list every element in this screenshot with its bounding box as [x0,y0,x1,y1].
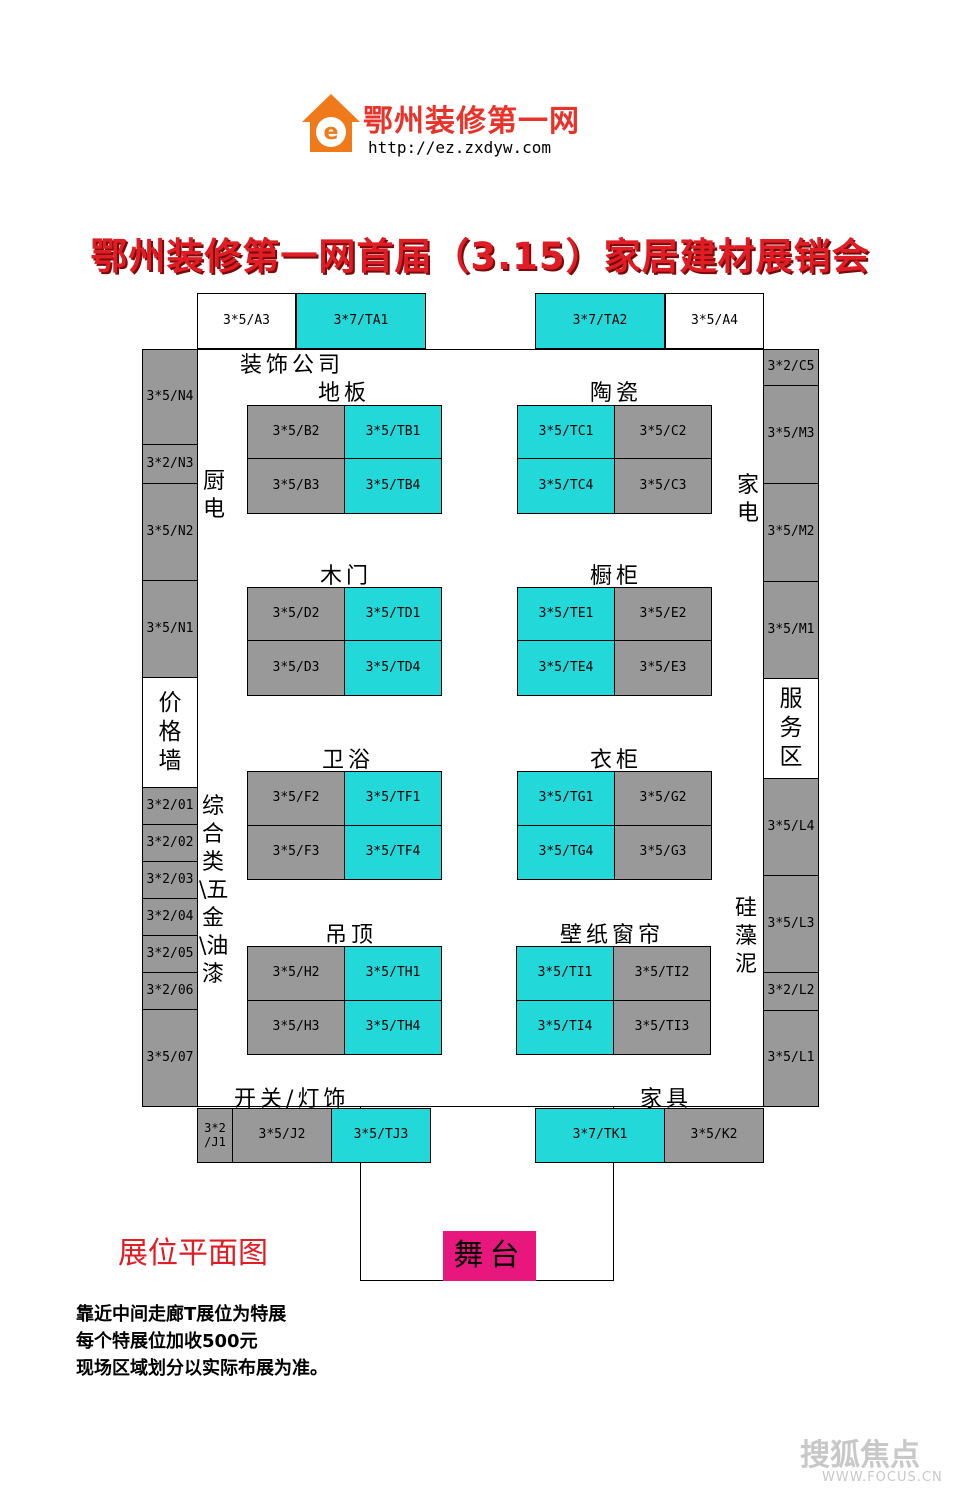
booth-TF4[interactable]: 3*5/TF4 [344,825,442,880]
booth-L2[interactable]: 3*2/L2 [763,972,819,1011]
booth-G3[interactable]: 3*5/G3 [614,825,712,880]
booth-TG1[interactable]: 3*5/TG1 [517,771,615,826]
booth-A4[interactable]: 3*5/A4 [665,293,764,349]
booth-M3[interactable]: 3*5/M3 [763,385,819,484]
booth-O2[interactable]: 3*2/02 [142,824,198,862]
booth-A3[interactable]: 3*5/A3 [197,293,296,349]
watermark-brand: 搜狐焦点 [800,1438,920,1473]
booth-C5[interactable]: 3*2/C5 [763,349,819,386]
booth-TI2[interactable]: 3*5/TI2 [613,946,711,1001]
booth-E3[interactable]: 3*5/E3 [614,640,712,696]
booth-TJ3[interactable]: 3*5/TJ3 [331,1108,431,1163]
booth-C3[interactable]: 3*5/C3 [614,458,712,514]
booth-B2[interactable]: 3*5/B2 [247,405,345,459]
booth-TI3[interactable]: 3*5/TI3 [613,1000,711,1055]
category-wood-door: 木门 [320,564,373,589]
booth-TH1[interactable]: 3*5/TH1 [344,946,442,1001]
booth-TI1[interactable]: 3*5/TI1 [516,946,614,1001]
page-title: 鄂州装修第一网首届（3.15）家居建材展销会 [90,235,870,278]
price-wall-label: 价格墙 [158,690,182,774]
booth-L3[interactable]: 3*5/L3 [763,875,819,973]
category-switch-light: 开关/灯饰 [234,1087,350,1112]
category-wallpaper: 壁纸窗帘 [560,923,665,948]
price-wall: 价格墙 [142,677,198,788]
booth-TD1[interactable]: 3*5/TD1 [344,587,442,641]
logo-name: 鄂州装修第一网 [363,104,580,139]
booth-O3[interactable]: 3*2/03 [142,861,198,899]
svg-text:e: e [324,120,339,145]
booth-L1[interactable]: 3*5/L1 [763,1010,819,1107]
booth-B3[interactable]: 3*5/B3 [247,458,345,514]
category-home-appliance: 家电 [736,473,759,526]
booth-TC4[interactable]: 3*5/TC4 [517,458,615,514]
booth-TF1[interactable]: 3*5/TF1 [344,771,442,826]
booth-N2[interactable]: 3*5/N2 [142,483,198,581]
booth-TB4[interactable]: 3*5/TB4 [344,458,442,514]
category-kitchen-appliance: 厨电 [202,469,225,522]
booth-N1[interactable]: 3*5/N1 [142,580,198,678]
house-logo-icon: e [302,94,360,152]
booth-H3[interactable]: 3*5/H3 [247,1000,345,1055]
booth-TB1[interactable]: 3*5/TB1 [344,405,442,459]
booth-TE4[interactable]: 3*5/TE4 [517,640,615,696]
booth-TA1[interactable]: 3*7/TA1 [296,293,426,349]
booth-O6[interactable]: 3*2/06 [142,972,198,1010]
booth-M1[interactable]: 3*5/M1 [763,581,819,679]
booth-O5[interactable]: 3*2/05 [142,935,198,973]
booth-E2[interactable]: 3*5/E2 [614,587,712,641]
booth-D2[interactable]: 3*5/D2 [247,587,345,641]
note-3: 现场区域划分以实际布展为准。 [76,1358,328,1379]
note-1: 靠近中间走廊T展位为特展 [76,1304,287,1325]
service-area: 服务区 [763,678,819,779]
booth-TD4[interactable]: 3*5/TD4 [344,640,442,696]
booth-C2[interactable]: 3*5/C2 [614,405,712,459]
booth-O4[interactable]: 3*2/04 [142,898,198,936]
booth-M2[interactable]: 3*5/M2 [763,483,819,582]
category-furniture: 家具 [640,1087,693,1112]
booth-K2[interactable]: 3*5/K2 [664,1108,764,1163]
booth-TK1[interactable]: 3*7/TK1 [535,1108,665,1163]
booth-H2[interactable]: 3*5/H2 [247,946,345,1001]
booth-G2[interactable]: 3*5/G2 [614,771,712,826]
booth-TA2[interactable]: 3*7/TA2 [535,293,665,349]
category-wardrobe: 衣柜 [590,748,643,773]
booth-F2[interactable]: 3*5/F2 [247,771,345,826]
category-general-hardware: 综合类\五金\油漆 [199,794,229,987]
booth-J2[interactable]: 3*5/J2 [232,1108,332,1163]
category-diatom-mud: 硅藻泥 [734,896,757,977]
booth-O7[interactable]: 3*5/07 [142,1009,198,1107]
booth-O1[interactable]: 3*2/01 [142,787,198,825]
plan-label: 展位平面图 [118,1236,268,1271]
category-bath: 卫浴 [322,748,375,773]
booth-TI4[interactable]: 3*5/TI4 [516,1000,614,1055]
category-ceramic: 陶瓷 [590,381,643,406]
category-floor: 地板 [318,381,371,406]
logo-url: http://ez.zxdyw.com [368,138,552,157]
watermark-url: WWW.FOCUS.CN [822,1470,943,1485]
booth-TE1[interactable]: 3*5/TE1 [517,587,615,641]
booth-TC1[interactable]: 3*5/TC1 [517,405,615,459]
booth-D3[interactable]: 3*5/D3 [247,640,345,696]
booth-J1[interactable]: 3*2 /J1 [197,1108,233,1163]
stage: 舞台 [443,1231,536,1281]
booth-TG4[interactable]: 3*5/TG4 [517,825,615,880]
category-decor-company: 装饰公司 [240,353,345,378]
booth-L4[interactable]: 3*5/L4 [763,778,819,876]
note-2: 每个特展位加收500元 [76,1331,258,1352]
category-ceiling: 吊顶 [325,923,378,948]
booth-F3[interactable]: 3*5/F3 [247,825,345,880]
service-area-label: 服务区 [779,686,803,770]
category-cabinet: 橱柜 [590,564,643,589]
booth-N3[interactable]: 3*2/N3 [142,444,198,484]
booth-N4[interactable]: 3*5/N4 [142,349,198,445]
booth-TH4[interactable]: 3*5/TH4 [344,1000,442,1055]
